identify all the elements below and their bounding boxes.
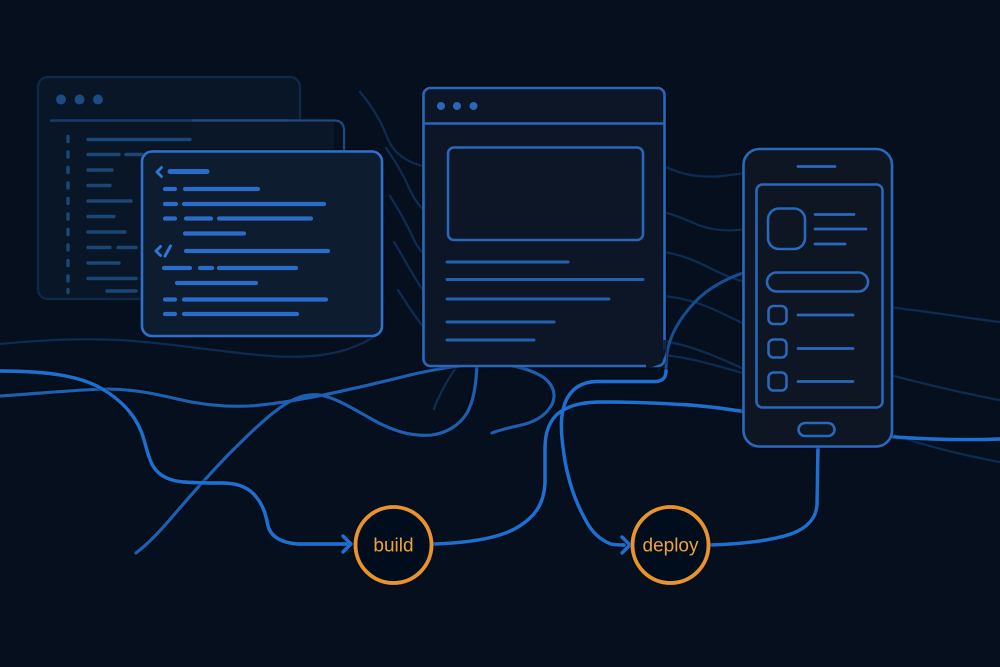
svg-text:build: build <box>373 536 413 557</box>
svg-text:deploy: deploy <box>643 536 699 557</box>
